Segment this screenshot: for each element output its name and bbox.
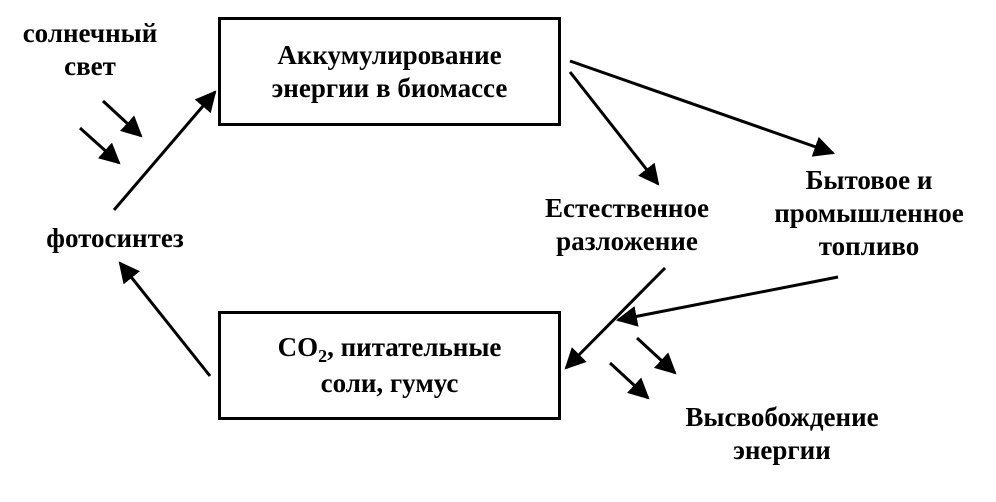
arrow-co2-to-photosynthesis [118, 261, 212, 377]
photosynthesis-text: фотосинтез [46, 223, 184, 253]
energy-release-line1: Высвобождение [685, 402, 879, 432]
natural-decay-label: Естественное разложение [520, 192, 734, 258]
co2-line2: соли, гумус [320, 368, 459, 398]
fuel-line1: Бытовое и [805, 165, 933, 195]
arrow-photosynthesis-to-accumulation [112, 90, 217, 211]
energy-release-line2: энергии [733, 435, 831, 465]
sunlight-line1: солнечный [22, 18, 158, 48]
fuel-label: Бытовое и промышленное топливо [752, 164, 986, 263]
arrow-fuel-to-line [615, 275, 839, 327]
arrow-decay-to-co2 [564, 266, 667, 370]
accumulation-line1: Аккумулирование [277, 39, 502, 70]
energy-release-label: Высвобождение энергии [660, 401, 904, 467]
sunlight-label: солнечный свет [0, 17, 180, 83]
sunlight-arrow-1 [101, 99, 143, 138]
sunlight-arrow-2 [78, 126, 121, 165]
co2-subscript: 2 [318, 346, 328, 366]
natural-decay-line2: разложение [556, 226, 698, 256]
co2-line1: CO2, питательные [278, 331, 502, 367]
co2-box: CO2, питательные соли, гумус [218, 311, 561, 420]
fuel-line2: промышленное [774, 198, 964, 228]
co2-co: CO [277, 332, 319, 362]
energy-release-arrow-2 [608, 361, 650, 400]
photosynthesis-label: фотосинтез [20, 222, 210, 255]
accumulation-box: Аккумулирование энергии в биомассе [218, 17, 561, 126]
arrow-accumulation-to-decay [568, 71, 660, 186]
accumulation-line2: энергии в биомассе [271, 72, 508, 103]
energy-release-arrow-1 [635, 336, 677, 375]
arrow-accumulation-to-fuel [569, 59, 835, 157]
co2-rest: , питательные [327, 332, 502, 362]
natural-decay-line1: Естественное [545, 193, 709, 223]
fuel-line3: топливо [818, 231, 920, 261]
sunlight-line2: свет [64, 51, 116, 81]
